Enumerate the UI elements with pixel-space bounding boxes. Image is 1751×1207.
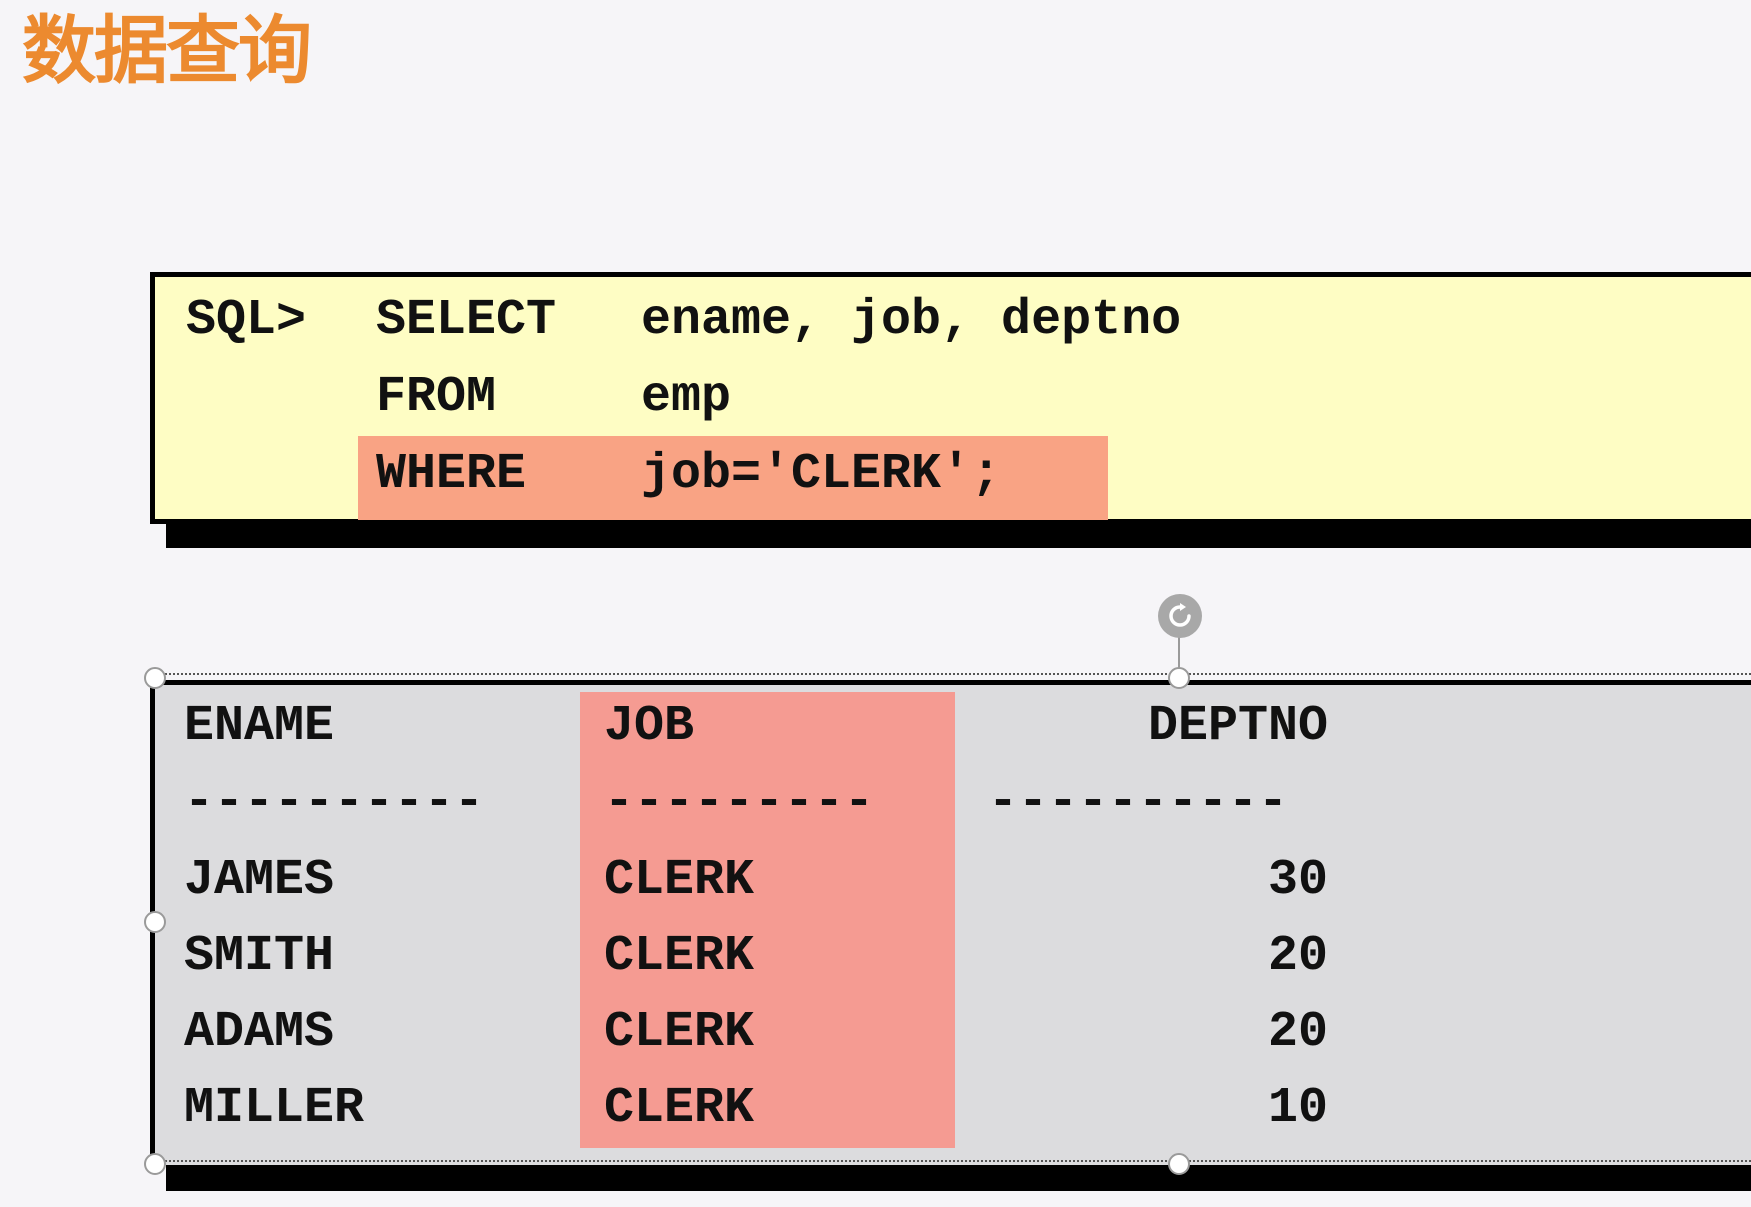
rotate-handle-stem [1178, 632, 1180, 674]
selection-border-top [150, 673, 1751, 675]
table-row-3-job: CLERK [604, 1004, 755, 1061]
sql-box-shadow [166, 524, 1751, 548]
table-row-3-ename: ADAMS [184, 1004, 335, 1061]
resize-handle-bottom-center[interactable] [1168, 1153, 1190, 1175]
table-row-1-job: CLERK [604, 852, 755, 909]
selection-border-bottom [150, 1160, 1751, 1162]
sql-select-columns: ename, job, deptno [641, 292, 1182, 349]
separator-deptno: ---------- [988, 774, 1289, 831]
table-row-1-ename: JAMES [184, 852, 335, 909]
table-row-4-job: CLERK [604, 1080, 755, 1137]
resize-handle-bottom-left[interactable] [144, 1153, 166, 1175]
resize-handle-top-left[interactable] [144, 667, 166, 689]
separator-ename: ---------- [184, 774, 485, 831]
table-row-2-job: CLERK [604, 928, 755, 985]
sql-where-condition: job='CLERK'; [641, 446, 1002, 503]
sql-from-keyword: FROM [376, 369, 497, 426]
rotate-icon[interactable] [1158, 594, 1202, 638]
table-row-1-deptno: 30 [1267, 852, 1328, 909]
resize-handle-middle-left[interactable] [144, 911, 166, 933]
sql-select-keyword: SELECT [376, 292, 557, 349]
table-row-4-ename: MILLER [184, 1080, 365, 1137]
header-deptno: DEPTNO [1147, 698, 1328, 755]
result-box-shadow [166, 1165, 1751, 1191]
slide-title: 数据查询 [22, 8, 312, 94]
sql-prompt: SQL> [186, 292, 307, 349]
sql-where-keyword: WHERE [376, 446, 527, 503]
job-column-highlight [580, 692, 955, 1148]
separator-job: --------- [604, 774, 875, 831]
sql-from-table: emp [641, 369, 732, 426]
where-clause-highlight [358, 436, 1108, 520]
table-row-3-deptno: 20 [1267, 1004, 1328, 1061]
table-row-2-deptno: 20 [1267, 928, 1328, 985]
header-ename: ENAME [184, 698, 335, 755]
resize-handle-top-center[interactable] [1168, 667, 1190, 689]
table-row-4-deptno: 10 [1267, 1080, 1328, 1137]
table-row-2-ename: SMITH [184, 928, 335, 985]
header-job: JOB [604, 698, 695, 755]
